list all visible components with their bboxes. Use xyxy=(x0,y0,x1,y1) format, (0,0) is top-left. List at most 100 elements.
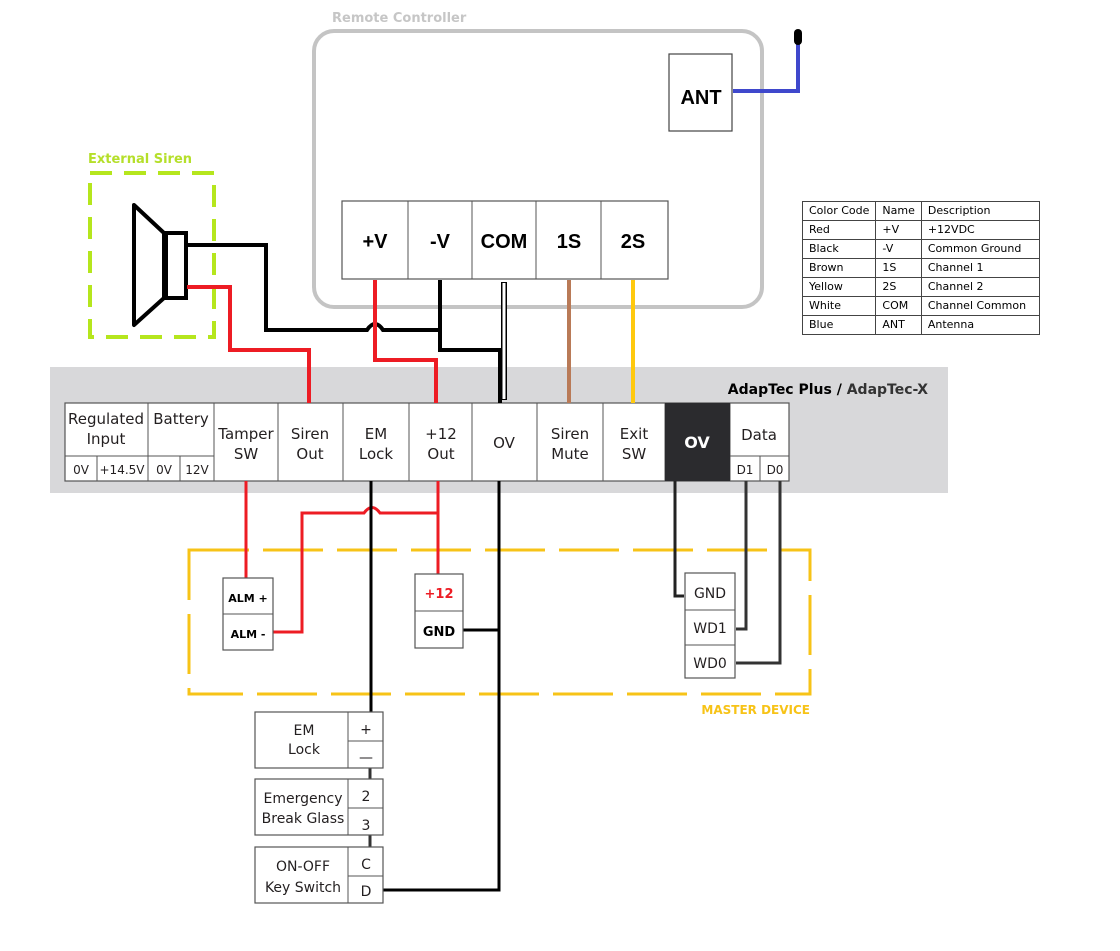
em-lock-device: EM Lock + — xyxy=(254,711,384,769)
siren-mute-label-2: Mute xyxy=(551,445,589,463)
wiegand-wd1-label: WD1 xyxy=(693,621,727,637)
legend-color: Brown xyxy=(801,258,877,278)
legend-name: COM xyxy=(875,296,922,316)
remote-controller-label: Remote Controller xyxy=(332,11,467,26)
em-lock-name-2: Lock xyxy=(288,742,321,758)
legend-row: Brown 1S Channel 1 xyxy=(801,258,1040,278)
wiegand-wd0-label: WD0 xyxy=(693,656,727,672)
break-glass-pin-3: 3 xyxy=(362,818,371,834)
terminal-plus-v: +V xyxy=(362,231,388,253)
wire-minus-v-to-ov xyxy=(438,330,502,403)
wire-ov-to-gnd xyxy=(673,481,684,598)
break-glass-pin-2: 2 xyxy=(362,789,371,805)
siren-mute-label-1: Siren xyxy=(551,425,589,443)
legend-header-row: Color Code Name Description xyxy=(801,201,1040,221)
legend-name: +V xyxy=(875,220,922,240)
alm-plus-label: ALM + xyxy=(228,592,268,605)
wire-siren-red xyxy=(187,285,311,403)
legend-color: Blue xyxy=(801,315,877,335)
terminal-ov-dark xyxy=(665,403,730,481)
antenna-wire xyxy=(733,38,800,93)
legend-header-color: Color Code xyxy=(801,201,877,221)
external-siren-box xyxy=(88,171,216,339)
break-glass-device: Emergency Break Glass 2 3 xyxy=(254,778,384,836)
break-glass-name-2: Break Glass xyxy=(262,811,345,827)
board-title-x: AdapTec-X xyxy=(847,382,928,398)
antenna-terminal: ANT xyxy=(668,53,733,132)
terminal-1s: 1S xyxy=(557,231,581,253)
em-lock-pin-plus: + xyxy=(360,722,372,738)
alm-minus-label: ALM - xyxy=(231,628,266,641)
legend-row: Red +V +12VDC xyxy=(801,220,1040,240)
wire-alm-minus-red xyxy=(273,506,438,634)
battery-0v: 0V xyxy=(156,463,173,477)
ov-dark-label: OV xyxy=(684,433,710,452)
key-switch-pin-d: D xyxy=(361,884,372,900)
antenna-label: ANT xyxy=(680,87,721,109)
legend-name: ANT xyxy=(875,315,922,335)
board-title-separator: / xyxy=(832,382,847,398)
legend-name: 2S xyxy=(875,277,922,297)
legend-header-name: Name xyxy=(875,201,922,221)
out12-label-1: +12 xyxy=(425,425,457,443)
break-glass-name-1: Emergency xyxy=(264,791,343,807)
wire-d1-to-wd1 xyxy=(736,481,748,631)
wiegand-device: GND WD1 WD0 xyxy=(684,572,736,679)
legend-color: Red xyxy=(801,220,877,240)
legend-row: Black -V Common Ground xyxy=(801,239,1040,259)
wire-plus-v-red xyxy=(373,280,438,403)
regulated-input-label-2: Input xyxy=(87,430,126,448)
battery-12v: 12V xyxy=(185,463,209,477)
regulated-input-0v: 0V xyxy=(73,463,90,477)
wire-d0-to-wd0 xyxy=(736,481,782,665)
exit-sw-label-2: SW xyxy=(622,445,647,463)
em-lock-label-2: Lock xyxy=(359,445,394,463)
legend-row: Blue ANT Antenna xyxy=(801,315,1040,335)
remote-controller-box xyxy=(312,29,764,309)
em-lock-name-1: EM xyxy=(294,723,315,739)
siren-out-label-1: Siren xyxy=(291,425,329,443)
power-plus12-label: +12 xyxy=(425,587,454,602)
em-lock-label-1: EM xyxy=(365,425,387,443)
em-lock-pin-minus: — xyxy=(359,750,373,766)
legend-header-description: Description xyxy=(920,201,1040,221)
terminal-com: COM xyxy=(481,231,528,253)
regulated-input-label-1: Regulated xyxy=(68,410,144,428)
legend-description: Channel 1 xyxy=(920,258,1040,278)
speaker-icon xyxy=(132,203,188,327)
legend-row: Yellow 2S Channel 2 xyxy=(801,277,1040,297)
board-title: AdapTec Plus / AdapTec-X xyxy=(728,382,928,398)
color-code-table: Color Code Name Description Red +V +12VD… xyxy=(801,201,1040,335)
board-title-plus: AdapTec Plus xyxy=(728,382,832,398)
key-switch-name-2: Key Switch xyxy=(265,880,341,896)
key-switch-pin-c: C xyxy=(361,857,371,873)
external-siren-label: External Siren xyxy=(88,152,192,167)
power-device: +12 GND xyxy=(414,573,464,649)
legend-description: +12VDC xyxy=(920,220,1040,240)
tamper-sw-label-2: SW xyxy=(234,445,259,463)
power-gnd-label: GND xyxy=(423,625,456,640)
data-label: Data xyxy=(741,426,777,444)
alarm-device: ALM + ALM - xyxy=(222,577,274,651)
legend-description: Channel Common xyxy=(920,296,1040,316)
master-device-label: MASTER DEVICE xyxy=(701,703,810,717)
legend-description: Common Ground xyxy=(920,239,1040,259)
legend-color: Yellow xyxy=(801,277,877,297)
legend-name: 1S xyxy=(875,258,922,278)
battery-label: Battery xyxy=(153,410,209,428)
exit-sw-label-1: Exit xyxy=(620,425,649,443)
data-d1: D1 xyxy=(737,463,754,477)
legend-color: White xyxy=(801,296,877,316)
key-switch-name-1: ON-OFF xyxy=(276,859,330,875)
board-terminal-block: Regulated Input 0V +14.5V Battery 0V 12V… xyxy=(64,402,790,482)
antenna-tip-icon xyxy=(794,29,802,45)
out12-label-2: Out xyxy=(427,445,454,463)
key-switch-device: ON-OFF Key Switch C D xyxy=(254,846,384,904)
legend-description: Antenna xyxy=(920,315,1040,335)
ov-label: OV xyxy=(493,434,516,452)
legend-color: Black xyxy=(801,239,877,259)
legend-name: -V xyxy=(875,239,922,259)
remote-terminal-block: +V -V COM 1S 2S xyxy=(341,200,669,280)
wiegand-gnd-label: GND xyxy=(694,586,726,602)
